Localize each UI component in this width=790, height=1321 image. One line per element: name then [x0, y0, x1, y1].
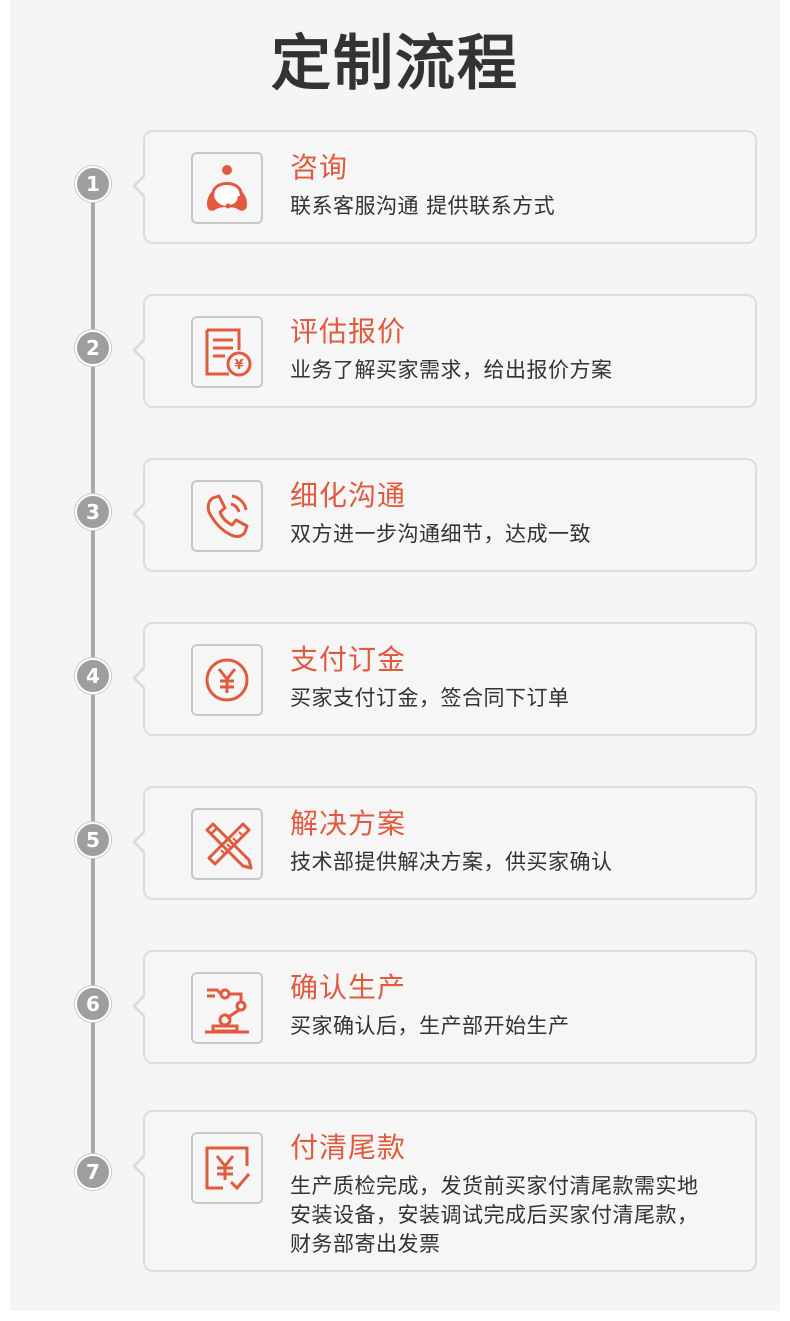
step-description: 买家支付订金，签合同下订单: [290, 686, 570, 710]
step-card: 支付订金 买家支付订金，签合同下订单: [132, 622, 757, 736]
page-title: 定制流程: [271, 29, 519, 99]
step-card: 付清尾款 生产质检完成，发货前买家付清尾款需实地安装设备，安装调试完成后买家付清…: [132, 1110, 757, 1272]
step-title: 细化沟通: [290, 479, 407, 512]
step-description: 生产质检完成，发货前买家付清尾款需实地安装设备，安装调试完成后买家付清尾款，财务…: [290, 1174, 699, 1256]
step-number-badge: 5: [75, 822, 111, 858]
step-description: 联系客服沟通 提供联系方式: [290, 194, 556, 218]
step-number-badge: 3: [75, 494, 111, 530]
step-title: 支付订金: [290, 643, 407, 676]
step-number-badge: 1: [75, 166, 111, 202]
step-description: 双方进一步沟通细节，达成一致: [290, 522, 591, 546]
step-card: 解决方案 技术部提供解决方案，供买家确认: [132, 786, 757, 900]
robot-arm-icon: [191, 972, 263, 1044]
step-title: 确认生产: [290, 971, 407, 1004]
customer-service-icon: [191, 152, 263, 224]
svg-text:¥: ¥: [234, 358, 243, 373]
step-description: 技术部提供解决方案，供买家确认: [290, 850, 613, 874]
step-title: 咨询: [290, 151, 349, 184]
quote-document-icon: ¥: [191, 316, 263, 388]
step-card: 确认生产 买家确认后，生产部开始生产: [132, 950, 757, 1064]
step-number-badge: 7: [75, 1154, 111, 1190]
step-number-badge: 4: [75, 658, 111, 694]
phone-icon: [191, 480, 263, 552]
pencil-ruler-icon: [191, 808, 263, 880]
step-title: 评估报价: [290, 315, 407, 348]
step-title: 解决方案: [290, 807, 407, 840]
step-card: ¥ 评估报价 业务了解买家需求，给出报价方案: [132, 294, 757, 408]
step-title: 付清尾款: [290, 1131, 407, 1164]
step-number-badge: 6: [75, 986, 111, 1022]
step-number-badge: 2: [75, 330, 111, 366]
yuan-coin-icon: [191, 644, 263, 716]
step-card: 细化沟通 双方进一步沟通细节，达成一致: [132, 458, 757, 572]
step-card: 咨询 联系客服沟通 提供联系方式: [132, 130, 757, 244]
step-description: 买家确认后，生产部开始生产: [290, 1014, 570, 1038]
step-description: 业务了解买家需求，给出报价方案: [290, 358, 613, 382]
payment-check-icon: [191, 1132, 263, 1204]
